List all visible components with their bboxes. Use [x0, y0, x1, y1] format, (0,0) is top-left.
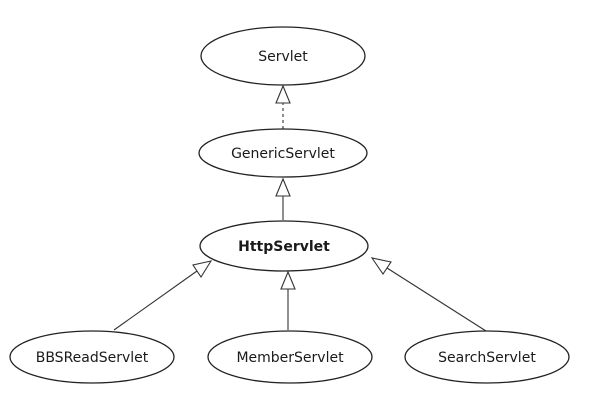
node-label-servlet: Servlet	[258, 49, 308, 65]
node-bbsreadservlet: BBSReadServlet	[9, 330, 175, 384]
hollow-arrow-head	[275, 177, 291, 197]
node-servlet: Servlet	[200, 26, 366, 86]
hollow-arrow-head	[275, 84, 291, 104]
node-searchservlet: SearchServlet	[404, 330, 570, 384]
node-label-bbsreadservlet: BBSReadServlet	[36, 350, 149, 366]
node-label-memberservlet: MemberServlet	[236, 350, 344, 366]
hollow-arrow-head	[280, 270, 296, 290]
edge-genericservlet-to-servlet	[275, 84, 291, 129]
node-label-httpservlet: HttpServlet	[238, 239, 330, 255]
node-label-genericservlet: GenericServlet	[231, 146, 335, 162]
node-genericservlet: GenericServlet	[198, 128, 368, 178]
generalization-line	[113, 270, 198, 331]
edge-bbsreadservlet-to-httpservlet	[113, 260, 213, 331]
hollow-arrow-head	[370, 257, 392, 275]
edge-memberservlet-to-httpservlet	[280, 270, 296, 330]
generalization-line	[386, 267, 487, 332]
node-memberservlet: MemberServlet	[207, 330, 373, 384]
node-label-searchservlet: SearchServlet	[438, 350, 536, 366]
node-httpservlet: HttpServlet	[199, 220, 369, 272]
edge-httpservlet-to-genericservlet	[275, 177, 291, 220]
hollow-arrow-head	[192, 260, 213, 279]
edge-searchservlet-to-httpservlet	[370, 257, 487, 332]
